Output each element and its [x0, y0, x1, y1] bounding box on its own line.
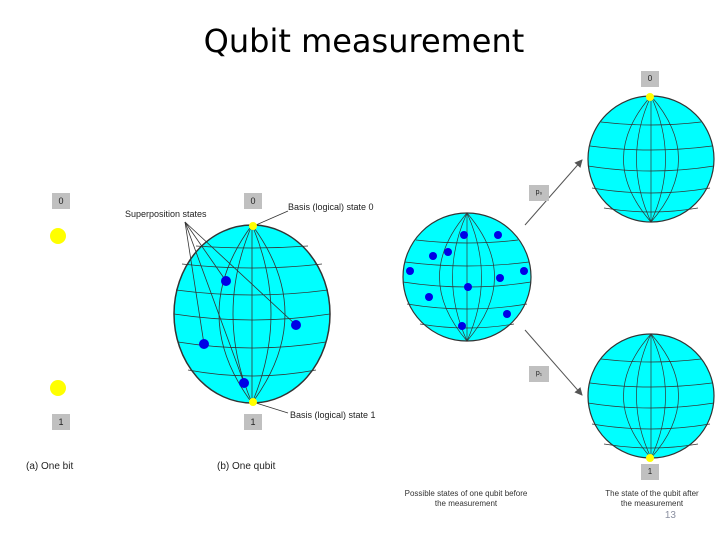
measured-state-0-pole: [646, 93, 654, 101]
state-dot: [496, 274, 504, 282]
basis-1-label: Basis (logical) state 1: [290, 410, 376, 420]
bit-label-0: 0: [52, 193, 70, 209]
superposition-label: Superposition states: [125, 209, 207, 219]
caption-before-line-2: the measurement: [396, 499, 536, 509]
bit-state-1-dot: [50, 380, 66, 396]
caption-before-measurement: Possible states of one qubit before the …: [396, 489, 536, 509]
state-dot: [494, 231, 502, 239]
panel-c-after-sphere-0: [588, 93, 714, 222]
panel-b-bloch-sphere: [174, 211, 330, 413]
arrow-to-state-1: [525, 330, 582, 395]
panel-c-after-sphere-1: [588, 334, 714, 462]
superposition-dot: [221, 276, 231, 286]
basis-0-pole: [249, 222, 257, 230]
state-dot: [520, 267, 528, 275]
caption-one-qubit: (b) One qubit: [217, 461, 275, 472]
state-dot: [503, 310, 511, 318]
measured-state-1-pole: [646, 454, 654, 462]
state-1-label: 1: [641, 464, 659, 480]
caption-before-line-1: Possible states of one qubit before: [396, 489, 536, 499]
state-0-label: 0: [641, 71, 659, 87]
state-dot: [406, 267, 414, 275]
bit-state-0-dot: [50, 228, 66, 244]
caption-after-measurement: The state of the qubit after the measure…: [590, 489, 714, 509]
qubit-label-0: 0: [244, 193, 262, 209]
state-dot: [425, 293, 433, 301]
superposition-dot: [199, 339, 209, 349]
caption-after-line-1: The state of the qubit after: [590, 489, 714, 499]
state-dot: [429, 252, 437, 260]
page-number: 13: [665, 510, 676, 521]
superposition-dot: [291, 320, 301, 330]
basis-1-pole: [249, 398, 257, 406]
bit-label-1: 1: [52, 414, 70, 430]
panel-a-bit: [50, 228, 66, 396]
caption-one-bit: (a) One bit: [26, 461, 73, 472]
basis-0-label: Basis (logical) state 0: [288, 202, 374, 212]
qubit-label-1: 1: [244, 414, 262, 430]
state-dot: [444, 248, 452, 256]
p0-label: p₀: [529, 185, 549, 201]
state-dot: [464, 283, 472, 291]
state-dot: [460, 231, 468, 239]
state-dot: [458, 322, 466, 330]
caption-after-line-2: the measurement: [590, 499, 714, 509]
p1-label: p₁: [529, 366, 549, 382]
panel-c-before-sphere: [403, 213, 531, 341]
superposition-dot: [239, 378, 249, 388]
